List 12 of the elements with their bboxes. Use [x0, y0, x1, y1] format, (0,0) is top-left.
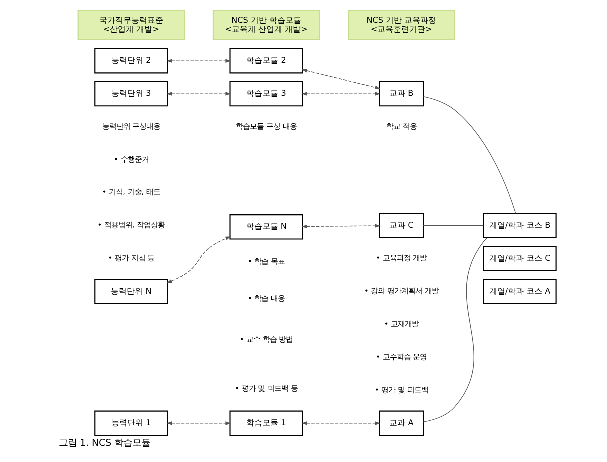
arrow	[166, 422, 231, 426]
arrow	[301, 92, 380, 96]
arrow	[301, 224, 380, 229]
arrow	[166, 92, 231, 96]
arrow	[166, 59, 231, 63]
connector	[422, 225, 484, 226]
connector	[422, 96, 516, 214]
arrow	[166, 236, 231, 284]
connector	[422, 238, 488, 422]
arrow	[301, 422, 380, 426]
caption: 그림 1. NCS 학습모듈	[58, 438, 150, 449]
arrow	[301, 69, 380, 90]
